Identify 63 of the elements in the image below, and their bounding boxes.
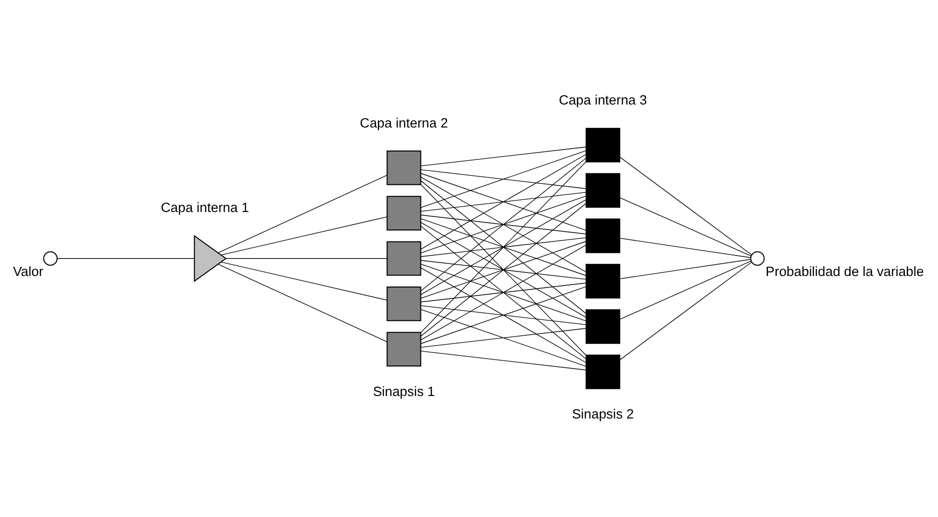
connector [218,264,388,342]
connector [420,260,586,280]
connector [420,192,586,212]
connector [420,154,586,250]
connector [620,238,751,258]
connector [420,286,586,344]
node-box [386,332,422,366]
connector [420,146,586,166]
connector [420,264,586,322]
connector [620,260,752,320]
connector [420,267,586,363]
connector [420,305,586,325]
node-circle [43,251,58,266]
node-box [586,354,620,390]
connector [420,309,586,367]
node-box [386,241,422,276]
connector [420,173,586,231]
connector [420,180,586,314]
connector [420,244,586,340]
node-box [586,264,620,298]
connector [620,197,752,256]
connector [220,262,388,300]
connector [420,176,586,272]
connector [420,237,586,257]
node-box [386,196,422,230]
connector [420,214,586,234]
label: Capa interna 1 [160,200,249,216]
node-circle [750,251,765,266]
connector [420,203,586,337]
node-box [586,309,620,344]
connector [218,174,388,254]
connector [420,199,586,295]
connector [57,258,195,259]
label: Sinapsis 1 [372,384,435,400]
label: Capa interna 3 [558,92,647,108]
connector [420,350,586,370]
node-box [586,128,620,162]
connector [420,226,586,360]
label: Capa interna 2 [360,115,448,130]
connector [420,328,586,348]
connector [420,282,586,302]
connector [620,156,752,256]
node-box [586,173,620,208]
connector [220,216,388,256]
connector [420,218,586,276]
connector [420,184,586,356]
node-box [586,218,620,254]
node-box [386,150,422,186]
connector [420,222,586,318]
node-box [386,286,422,322]
label: Sinapsis 2 [572,406,634,422]
connector [620,259,751,280]
node-triangle [194,234,227,282]
connector [226,258,388,259]
node-label: Valor [12,264,44,279]
connector [420,158,586,292]
connector [420,169,586,189]
connector [620,262,752,360]
connector [420,196,586,254]
connector [420,161,586,333]
connector [420,241,586,299]
connector [420,150,586,208]
node-label: Probabilidad de la variable [766,264,924,279]
